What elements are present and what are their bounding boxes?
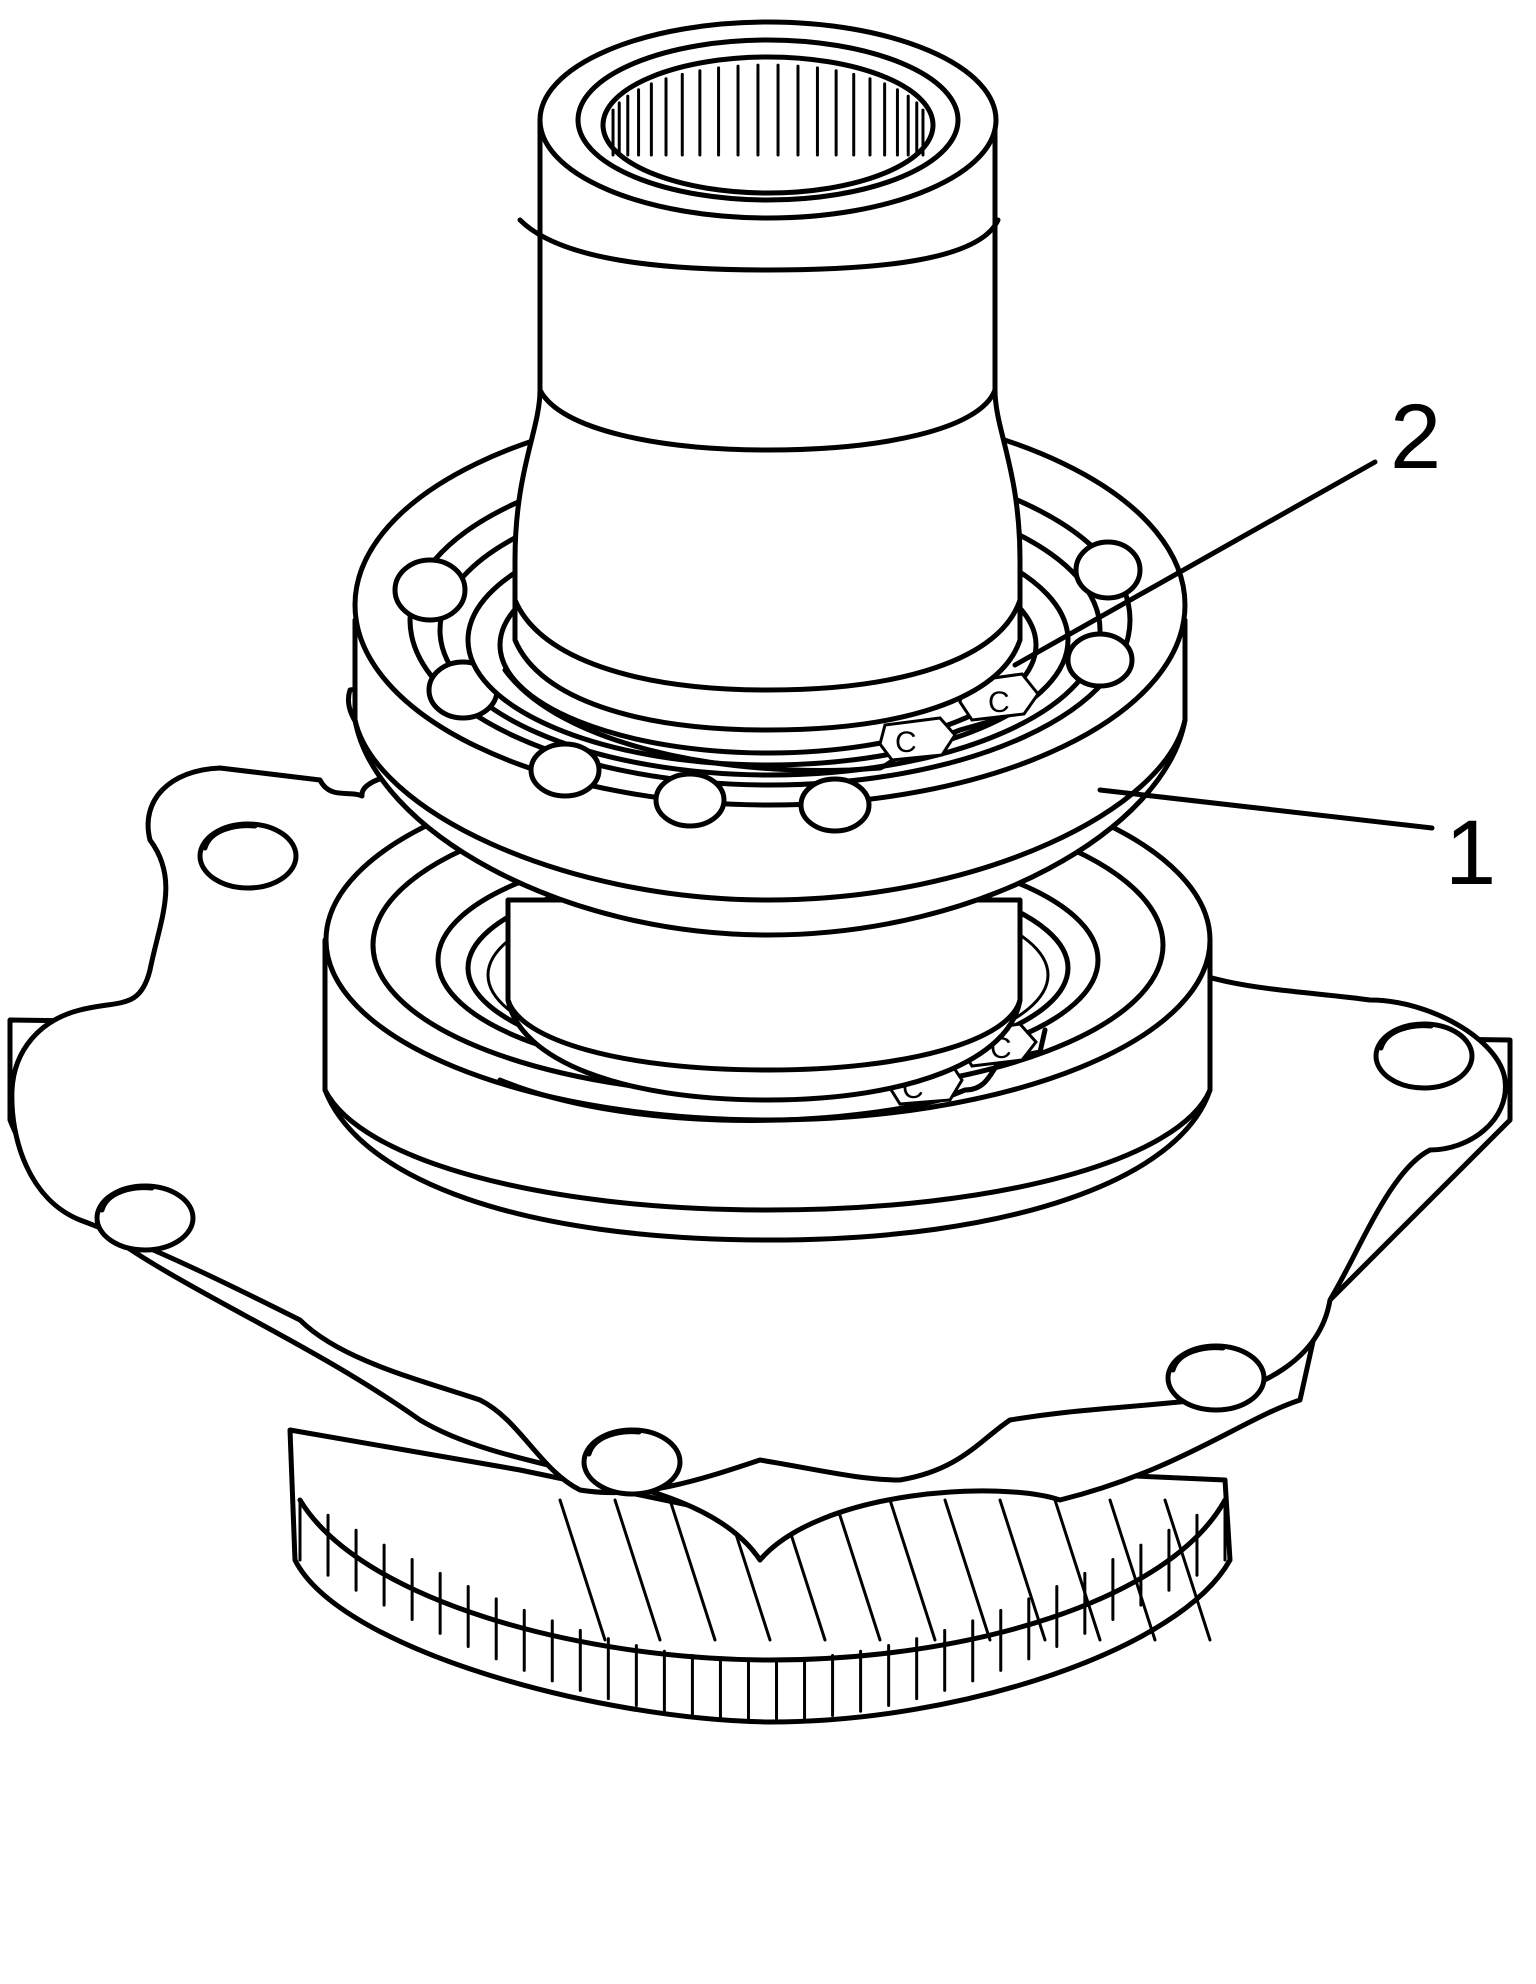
bolt-hole bbox=[1165, 1343, 1267, 1413]
callout-label-1: 1 bbox=[1445, 802, 1496, 904]
bearing-ball bbox=[528, 741, 602, 799]
shaft-splines bbox=[611, 63, 925, 157]
leader-line bbox=[1012, 459, 1378, 668]
bolt-hole bbox=[197, 821, 299, 891]
callout-1: 1 bbox=[1097, 787, 1496, 904]
bearing-ball bbox=[1073, 539, 1143, 601]
callout-2: 2 bbox=[1012, 386, 1441, 668]
bearing-ball bbox=[1065, 631, 1135, 689]
bolt-hole bbox=[581, 1427, 683, 1497]
output-shaft bbox=[512, 19, 1023, 733]
bolt-hole bbox=[1373, 1021, 1475, 1091]
helical-gear bbox=[287, 1427, 1233, 1725]
callout-label-2: 2 bbox=[1390, 386, 1441, 488]
bearing-ball bbox=[392, 557, 468, 623]
bearing-ball bbox=[798, 776, 872, 834]
clip-mark: C bbox=[895, 726, 917, 759]
leader-line bbox=[1097, 787, 1435, 831]
bolt-hole bbox=[94, 1183, 196, 1253]
shaft-lower bbox=[505, 897, 1023, 1103]
bearing-ball bbox=[653, 771, 727, 829]
clip-mark: C bbox=[988, 686, 1010, 719]
